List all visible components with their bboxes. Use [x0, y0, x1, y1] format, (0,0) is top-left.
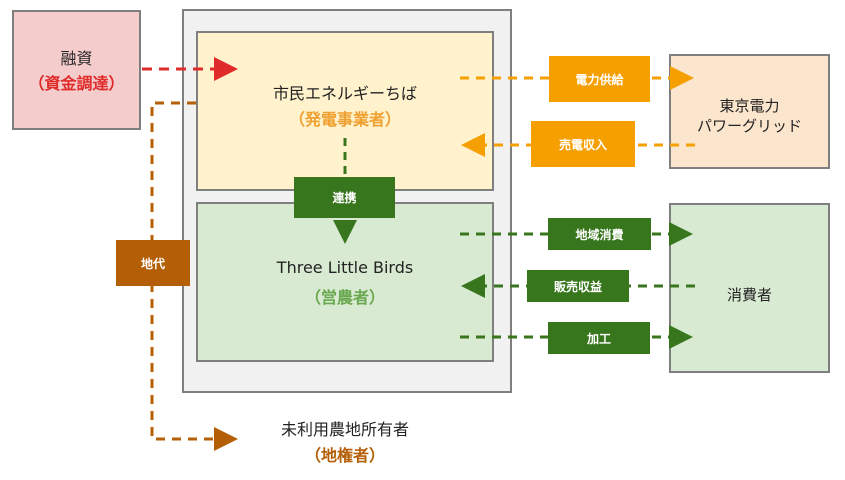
tepco-node: [669, 54, 830, 169]
power-revenue-label: 売電収入: [531, 121, 635, 167]
finance-subtitle: （資金調達）: [28, 74, 125, 93]
power-supply-label: 電力供給: [549, 56, 650, 102]
land-rent-label: 地代: [116, 240, 190, 286]
tepco-title-line1: 東京電力: [719, 97, 780, 115]
processing-label: 加工: [548, 322, 650, 354]
consumer-node: [669, 203, 830, 373]
landowner-subtitle: （地権者）: [304, 446, 385, 465]
cooperation-label: 連携: [294, 177, 395, 218]
sales-revenue-label: 販売収益: [527, 270, 629, 302]
producer-title: 市民エネルギーちば: [272, 84, 417, 103]
producer-subtitle: （発電事業者）: [288, 110, 401, 129]
landowner-title: 未利用農地所有者: [280, 420, 409, 439]
tepco-title-line2: パワーグリッド: [696, 117, 802, 135]
finance-node: [12, 10, 141, 130]
finance-title: 融資: [60, 49, 93, 68]
consumer-title: 消費者: [726, 286, 772, 304]
farmer-subtitle: （営農者）: [304, 288, 385, 307]
local-consumption-label: 地域消費: [548, 218, 651, 250]
farmer-title: Three Little Birds: [276, 258, 414, 277]
